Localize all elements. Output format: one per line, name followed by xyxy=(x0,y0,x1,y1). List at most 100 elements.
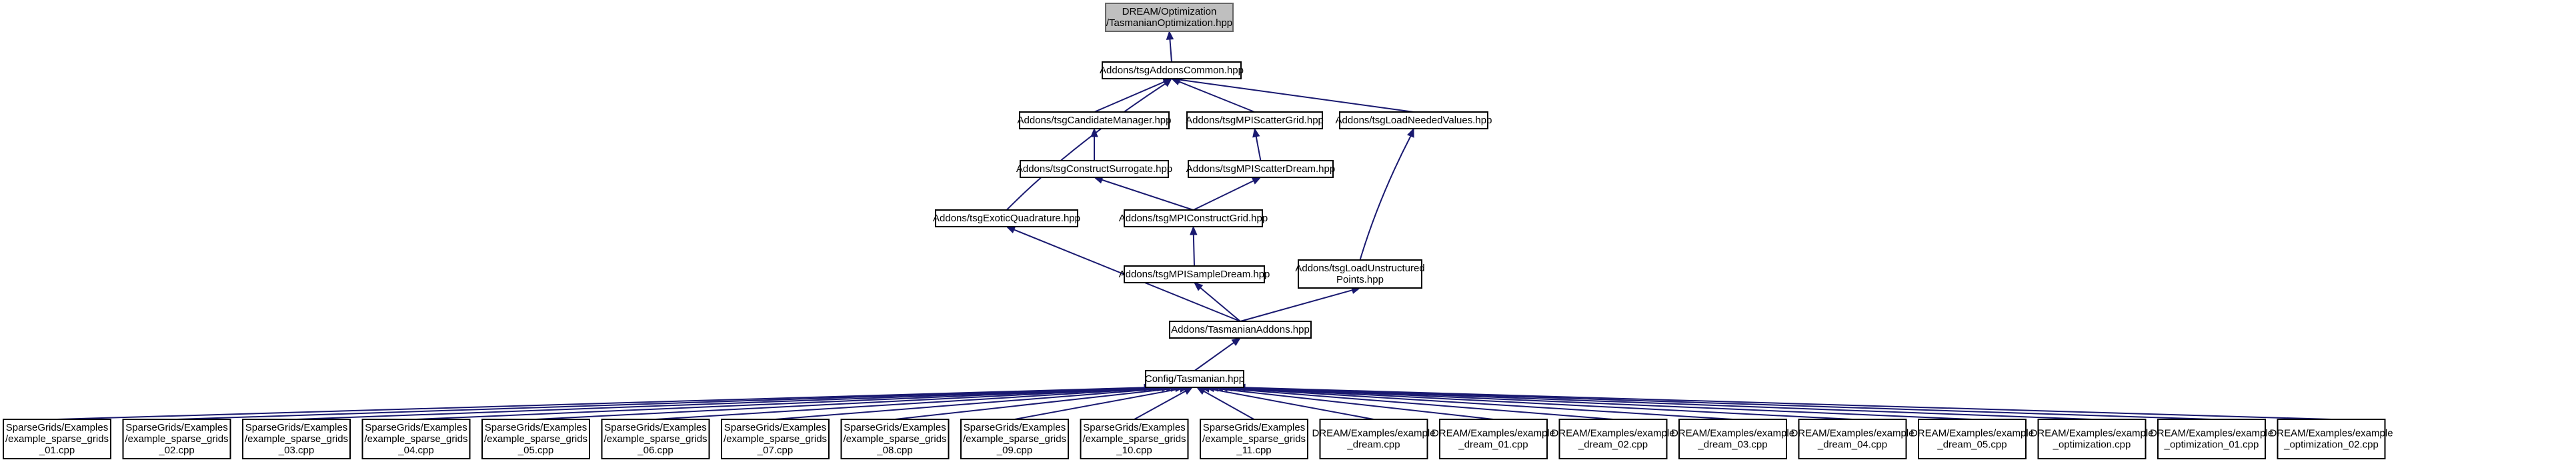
node-label: Addons/tsgMPIScatterDream.hpp xyxy=(1186,163,1335,175)
graph-node-samp[interactable]: Addons/tsgMPISampleDream.hpp xyxy=(1119,265,1270,283)
graph-node-sg05[interactable]: SparseGrids/Examples/example_sparse_grid… xyxy=(481,419,590,459)
node-box xyxy=(2037,419,2147,459)
edge-common-to-opt xyxy=(1166,30,1174,63)
arrowhead xyxy=(1194,282,1204,291)
edge-line xyxy=(1134,390,1186,420)
graph-node-sg03[interactable]: SparseGrids/Examples/example_sparse_grid… xyxy=(242,419,351,459)
node-label: SparseGrids/Examples xyxy=(604,422,706,433)
graph-node-cand[interactable]: Addons/tsgCandidateManager.hpp xyxy=(1017,111,1172,129)
graph-node-sg10[interactable]: SparseGrids/Examples/example_sparse_grid… xyxy=(1080,419,1189,459)
node-label: _04.cpp xyxy=(397,445,433,456)
graph-node-dr02[interactable]: DREAM/Examples/example_dream_02.cpp xyxy=(1551,419,1675,459)
edge-line xyxy=(296,387,1154,420)
node-label: Addons/tsgMPISampleDream.hpp xyxy=(1119,269,1270,280)
graph-node-dr04[interactable]: DREAM/Examples/example_dream_04.cpp xyxy=(1790,419,1914,459)
edge-line xyxy=(176,387,1149,420)
graph-node-tasad[interactable]: Addons/TasmanianAddons.hpp xyxy=(1169,321,1312,339)
graph-node-op02[interactable]: DREAM/Examples/example_optimization_02.c… xyxy=(2269,419,2393,459)
graph-node-common[interactable]: Addons/tsgAddonsCommon.hpp xyxy=(1100,61,1244,79)
graph-node-mpic[interactable]: Addons/tsgMPIConstructGrid.hpp xyxy=(1119,209,1268,227)
edge-line xyxy=(1178,81,1255,113)
graph-node-sg06[interactable]: SparseGrids/Examples/example_sparse_grid… xyxy=(601,419,710,459)
edge-line xyxy=(1244,387,2332,420)
graph-node-sg07[interactable]: SparseGrids/Examples/example_sparse_grid… xyxy=(721,419,830,459)
edge-exot-to-common xyxy=(1006,78,1173,211)
edge-line xyxy=(1240,387,2212,420)
node-box xyxy=(2277,419,2386,459)
node-label: SparseGrids/Examples xyxy=(485,422,587,433)
node-label: _02.cpp xyxy=(158,445,194,456)
edge-line xyxy=(1240,289,1353,322)
edge-tasm-to-tasad xyxy=(1194,337,1242,371)
node-label: SparseGrids/Examples xyxy=(365,422,467,433)
node-box xyxy=(1678,419,1787,459)
edge-loadn-to-common xyxy=(1170,76,1414,113)
edge-line xyxy=(1014,388,1180,420)
node-label: _08.cpp xyxy=(876,445,912,456)
node-box xyxy=(1019,111,1170,129)
arrowhead xyxy=(1006,226,1016,234)
node-box xyxy=(242,419,351,459)
graph-node-dr05[interactable]: DREAM/Examples/example_dream_05.cpp xyxy=(1910,419,2034,459)
graph-node-loadn[interactable]: Addons/tsgLoadNeededValues.hpp xyxy=(1336,111,1492,129)
node-box xyxy=(481,419,590,459)
arrowhead xyxy=(1183,387,1194,395)
node-label: Addons/tsgConstructSurrogate.hpp xyxy=(1016,163,1172,175)
node-label: DREAM/Examples/example xyxy=(1312,428,1435,439)
node-label: SparseGrids/Examples xyxy=(125,422,227,433)
graph-node-scatd[interactable]: Addons/tsgMPIScatterDream.hpp xyxy=(1186,160,1335,178)
graph-node-scat[interactable]: Addons/tsgMPIScatterGrid.hpp xyxy=(1186,111,1324,129)
node-label: SparseGrids/Examples xyxy=(245,422,347,433)
edge-sg01-to-tasm xyxy=(57,383,1154,420)
node-label: /example_sparse_grids xyxy=(603,433,707,445)
graph-node-sg11[interactable]: SparseGrids/Examples/example_sparse_grid… xyxy=(1200,419,1308,459)
graph-node-tasm[interactable]: Config/Tasmanian.hpp xyxy=(1145,370,1244,388)
node-box xyxy=(1319,419,1428,459)
edge-line xyxy=(1169,39,1172,63)
node-label: SparseGrids/Examples xyxy=(6,422,108,433)
arrowhead xyxy=(1406,127,1414,138)
node-box xyxy=(1124,265,1265,283)
node-label: /example_sparse_grids xyxy=(1082,433,1186,445)
edge-tasad-to-lunst xyxy=(1240,286,1361,322)
arrowhead xyxy=(1166,30,1174,40)
node-label: /example_sparse_grids xyxy=(245,433,348,445)
node-label: _dream_04.cpp xyxy=(1817,439,1887,451)
graph-node-dr03[interactable]: DREAM/Examples/example_dream_03.cpp xyxy=(1671,419,1794,459)
node-label: /TasmanianOptimization.hpp xyxy=(1106,17,1232,29)
graph-node-cons[interactable]: Addons/tsgConstructSurrogate.hpp xyxy=(1016,160,1172,178)
graph-node-dr01[interactable]: DREAM/Examples/example_dream_01.cpp xyxy=(1432,419,1555,459)
edge-op02-to-tasm xyxy=(1236,383,2332,420)
node-label: /example_sparse_grids xyxy=(364,433,467,445)
node-box xyxy=(1439,419,1548,459)
graph-node-exot[interactable]: Addons/tsgExoticQuadrature.hpp xyxy=(933,209,1080,227)
graph-node-opt[interactable]: DREAM/Optimization/TasmanianOptimization… xyxy=(1105,3,1234,32)
node-label: /example_sparse_grids xyxy=(484,433,587,445)
graph-node-sg08[interactable]: SparseGrids/Examples/example_sparse_grid… xyxy=(840,419,950,459)
edge-line xyxy=(1194,342,1234,371)
node-label: _01.cpp xyxy=(39,445,75,456)
node-box xyxy=(935,209,1078,227)
graph-node-sg02[interactable]: SparseGrids/Examples/example_sparse_grid… xyxy=(122,419,231,459)
graph-node-op[interactable]: DREAM/Examples/example_optimization.cpp xyxy=(2030,419,2154,459)
graph-node-sg09[interactable]: SparseGrids/Examples/example_sparse_grid… xyxy=(960,419,1069,459)
edge-samp-to-mpic xyxy=(1190,225,1198,267)
edge-line xyxy=(894,387,1176,420)
graph-node-dr[interactable]: DREAM/Examples/example_dream.cpp xyxy=(1312,419,1436,459)
node-label: DREAM/Examples/example xyxy=(1790,428,1914,439)
arrowhead xyxy=(1252,127,1260,138)
edge-line xyxy=(415,387,1158,420)
node-label: _06.cpp xyxy=(637,445,673,456)
arrowhead xyxy=(1251,177,1262,185)
edge-line xyxy=(1231,387,1973,420)
node-box xyxy=(840,419,950,459)
node-label: DREAM/Examples/example xyxy=(1910,428,2034,439)
graph-node-sg04[interactable]: SparseGrids/Examples/example_sparse_grid… xyxy=(361,419,471,459)
graph-node-op01[interactable]: DREAM/Examples/example_optimization_01.c… xyxy=(2150,419,2273,459)
node-label: Addons/tsgCandidateManager.hpp xyxy=(1017,115,1171,126)
graph-node-sg01[interactable]: SparseGrids/Examples/example_sparse_grid… xyxy=(3,419,111,459)
node-label: Addons/tsgMPIScatterGrid.hpp xyxy=(1186,115,1324,126)
node-label: _dream_02.cpp xyxy=(1578,439,1648,451)
arrowhead xyxy=(1190,225,1198,235)
